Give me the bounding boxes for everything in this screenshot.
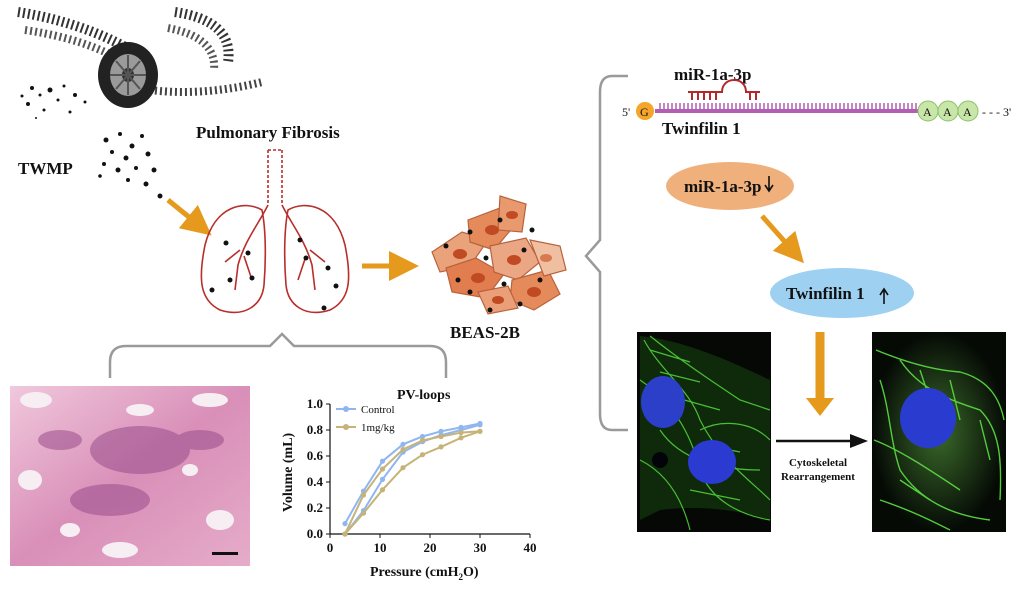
mirna-down-ellipse	[666, 162, 794, 210]
scale-bar	[212, 552, 238, 555]
y-tick-label: 0.4	[307, 474, 324, 489]
series-0-deflation-line	[344, 423, 481, 535]
fluorescence-image-before	[637, 332, 771, 532]
series-0-inflation-line	[344, 422, 481, 525]
pulmonary-fibrosis-label: Pulmonary Fibrosis	[196, 123, 340, 142]
data-point	[419, 433, 426, 440]
data-point	[342, 521, 348, 527]
x-tick-label: 0	[327, 540, 334, 555]
polyA-3: A	[963, 105, 972, 119]
legend-label: 1mg/kg	[361, 422, 395, 434]
series-1-deflation-line	[344, 430, 481, 535]
polyA-tail: A A A	[917, 100, 979, 122]
data-point	[419, 452, 426, 458]
bracket-right	[584, 74, 628, 432]
cytoskeletal-label-2: Rearrangement	[781, 471, 855, 483]
x-tick-label: 20	[424, 540, 437, 555]
mirna-binding-icon	[688, 79, 760, 100]
y-tick-label: 0.8	[307, 422, 324, 437]
data-point	[458, 435, 464, 441]
data-point	[379, 458, 386, 464]
histology-image	[10, 386, 250, 566]
data-point	[477, 422, 483, 428]
beas2b-label: BEAS-2B	[450, 323, 520, 342]
polyA-1: A	[923, 105, 932, 119]
down-arrow-icon	[764, 176, 774, 193]
arrow-head	[806, 398, 834, 416]
legend-marker	[343, 424, 349, 430]
tire-icon	[98, 42, 158, 108]
gene-label: Twinfilin 1	[662, 119, 741, 138]
y-tick-label: 0.0	[307, 526, 323, 541]
series-1-inflation-line	[344, 430, 481, 535]
mrna-strand	[655, 103, 919, 113]
legend: Control 1mg/kg	[336, 404, 395, 434]
data-point	[379, 487, 386, 493]
lungs-icon	[200, 149, 350, 314]
y-axis-label: Volume (mL)	[281, 432, 296, 512]
data-point	[438, 428, 444, 434]
data-point	[477, 428, 483, 434]
data-point	[360, 510, 367, 516]
cap-icon	[636, 102, 654, 120]
x-tick-label: 10	[374, 540, 387, 555]
legend-label: Control	[361, 404, 395, 416]
axis-ticks: 0 10 20 30 40 0.0 0.2 0.4 0.6 0.8 1.0	[307, 396, 537, 555]
three-prime-label: - - - 3'	[982, 105, 1011, 119]
lung-particles	[209, 237, 339, 311]
legend-marker	[343, 406, 349, 412]
arrow-twmp-to-lung	[166, 198, 212, 236]
data-point	[400, 465, 406, 471]
chart-title: PV-loops	[397, 388, 451, 403]
data-point	[360, 492, 367, 498]
twmp-label: TWMP	[18, 159, 73, 178]
fluorescence-image-after	[872, 332, 1006, 532]
x-tick-label: 40	[524, 540, 537, 555]
debris-particles	[20, 84, 87, 119]
data-point	[342, 531, 348, 537]
twf1-up-label: Twinfilin 1	[786, 284, 865, 303]
x-tick-label: 30	[474, 540, 487, 555]
polyA-2: A	[943, 105, 952, 119]
five-prime-label: 5'	[622, 105, 630, 119]
twf1-up-ellipse	[770, 268, 914, 318]
data-point	[438, 433, 444, 440]
rearrangement-arrow-icon	[776, 434, 868, 448]
beas2b-cells-illustration	[431, 195, 567, 315]
y-tick-label: 1.0	[307, 396, 323, 411]
series-group	[342, 420, 483, 537]
data-point	[438, 444, 444, 450]
x-axis-label: Pressure (cmH2O)	[370, 565, 479, 582]
mirna-down-label: miR-1a-3p	[684, 177, 761, 196]
data-point	[458, 430, 464, 436]
cytoskeletal-label-1: Cytoskeletal	[789, 457, 847, 469]
data-point	[379, 476, 386, 482]
arrow-mirna-to-twf1	[760, 214, 804, 264]
data-point	[400, 441, 406, 447]
twmp-particles	[98, 132, 163, 199]
bracket-lower	[108, 332, 448, 378]
pv-loop-chart: PV-loops 0 10 20 30 40 0.0 0.2 0.4 0.6 0.8 1.0 Con…	[281, 388, 537, 582]
cap-label: G	[640, 105, 649, 119]
data-point	[379, 466, 386, 472]
y-tick-label: 0.6	[307, 448, 324, 463]
y-tick-label: 0.2	[307, 500, 323, 515]
data-point	[400, 446, 406, 453]
data-point	[419, 437, 426, 443]
up-arrow-icon	[879, 287, 889, 304]
